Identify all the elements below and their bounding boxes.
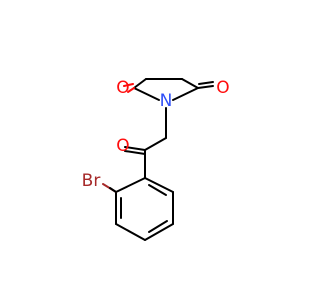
atom-oxygen-left: O	[116, 78, 129, 98]
bond-ketone-double-a	[124, 146, 146, 151]
molecule-diagram: O N O O Br	[82, 78, 230, 241]
bond-ring-3-4	[115, 223, 146, 241]
structure-canvas: O N O O Br	[82, 78, 230, 241]
atom-nitrogen: N	[160, 91, 173, 111]
atom-oxygen-right: O	[216, 78, 229, 98]
bond-c3-c4	[181, 78, 199, 89]
bond-ketone-double-b	[124, 150, 146, 155]
bond-c1-o-double-b	[123, 83, 134, 87]
bond-group	[102, 78, 214, 241]
bond-c4-n	[172, 87, 199, 101]
bond-c1-o-double-a	[127, 87, 135, 93]
bond-ring-4-5	[144, 223, 174, 241]
bond-c4-o-double-b	[198, 81, 214, 85]
bond-ring-inner-c	[148, 184, 167, 196]
bond-c1-c2	[133, 78, 147, 89]
bond-ring-6-1	[144, 177, 174, 193]
bond-c4-o-double-a	[197, 85, 214, 89]
bond-ring-inner-b	[148, 220, 168, 233]
bond-c1-n	[133, 87, 160, 101]
atom-bromine: Br	[82, 171, 101, 191]
bond-ring-1-2	[115, 177, 146, 193]
bond-ch2-cketone	[144, 137, 167, 151]
bond-c-br-dark	[109, 187, 117, 193]
atom-oxygen-ketone: O	[116, 136, 129, 156]
